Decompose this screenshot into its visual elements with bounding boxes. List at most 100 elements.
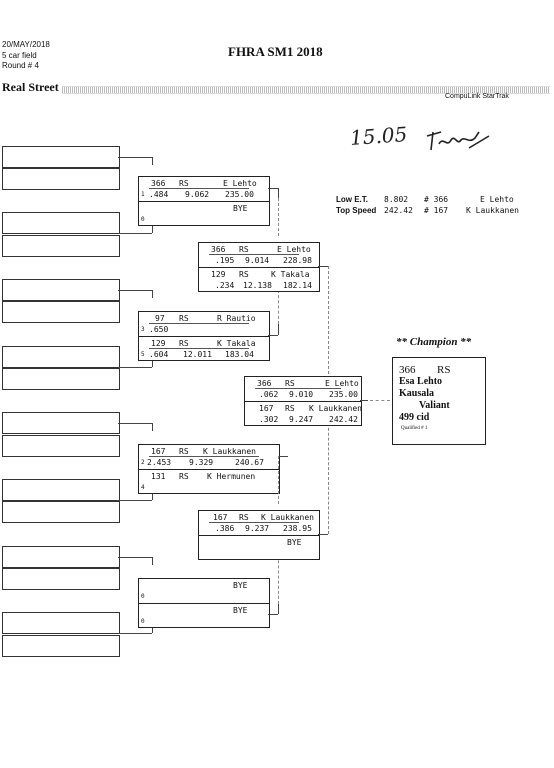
lane-top: 167 RS K Laukkanen .386 9.237 238.95 xyxy=(199,511,319,535)
lane-underline xyxy=(149,188,249,189)
car-number: 167 xyxy=(259,404,274,413)
reaction-time: .604 xyxy=(149,350,169,359)
lane-bottom: 129 RS K Takala 5 .604 12.011 183.04 xyxy=(139,336,269,360)
reaction-time: .302 xyxy=(259,415,279,424)
elapsed-time: 9.237 xyxy=(245,524,270,533)
bracket-line xyxy=(118,233,152,234)
bracket-line xyxy=(318,534,328,535)
champion-driver: Esa Lehto xyxy=(399,376,443,387)
round-number: Round # 4 xyxy=(2,61,39,70)
speed-mph: 238.95 xyxy=(283,524,312,533)
round1-race-2: 97 RS R Rautio 3 .650 129 RS K Takala 5 … xyxy=(138,311,270,361)
bracket-line xyxy=(152,157,153,165)
lane-underline xyxy=(209,254,299,255)
handwritten-signature-icon xyxy=(426,131,490,151)
entry-slot xyxy=(2,235,120,257)
low-et-driver: E Lehto xyxy=(480,195,514,204)
car-number: 167 xyxy=(213,513,228,522)
champion-engine: 499 cid xyxy=(399,412,430,423)
bracket-line xyxy=(118,500,152,501)
elapsed-time: 9.247 xyxy=(289,415,314,424)
header-rule xyxy=(62,86,550,94)
bracket-line xyxy=(278,188,279,198)
class-name: Real Street xyxy=(2,80,59,94)
car-number: 366 xyxy=(211,245,226,254)
champion-box: 366 RS Esa Lehto Kausala Valiant 499 cid… xyxy=(392,357,486,445)
car-class: RS xyxy=(179,447,189,456)
elapsed-time: 9.014 xyxy=(245,256,270,265)
car-number: 131 xyxy=(151,472,166,481)
bye-label: BYE xyxy=(233,204,248,213)
entry-slot xyxy=(2,168,120,190)
car-number: 129 xyxy=(151,339,166,348)
field-size: 5 car field xyxy=(2,51,37,60)
champion-vehicle: Valiant xyxy=(419,400,450,411)
entry-slot xyxy=(2,546,120,568)
top-speed-car: # 167 xyxy=(424,206,449,215)
car-class: RS xyxy=(285,379,295,388)
round1-race-4: BYE 0 BYE 0 xyxy=(138,578,270,628)
elapsed-time: 9.010 xyxy=(289,390,314,399)
final-race: 366 RS E Lehto .062 9.010 235.00 167 RS … xyxy=(244,376,362,426)
driver-name: K Hermunen xyxy=(207,472,256,481)
entry-slot xyxy=(2,146,120,168)
reaction-time: 2.453 xyxy=(147,458,172,467)
qual-position: 0 xyxy=(141,618,145,625)
bracket-line xyxy=(268,188,278,189)
car-number: 129 xyxy=(211,270,226,279)
bracket-line xyxy=(278,290,279,324)
bracket-line xyxy=(328,418,329,534)
elapsed-time: 9.329 xyxy=(189,458,214,467)
lane-bottom: 131 RS K Hermunen 4 xyxy=(139,469,279,493)
top-speed-driver: K Laukkanen xyxy=(466,206,519,215)
driver-name: K Laukkanen xyxy=(261,513,314,522)
lane-top: 97 RS R Rautio 3 .650 xyxy=(139,312,269,336)
car-class: RS xyxy=(239,513,249,522)
entry-slot xyxy=(2,635,120,657)
car-class: RS xyxy=(239,245,249,254)
lane-top: 366 RS E Lehto .062 9.010 235.00 xyxy=(245,377,361,401)
low-et-car: # 366 xyxy=(424,195,449,204)
speed-mph: 242.42 xyxy=(329,415,358,424)
brand-label: CompuLink StarTrak xyxy=(445,93,509,100)
bracket-line xyxy=(118,633,152,634)
bracket-line xyxy=(118,557,152,558)
handwritten-time: 15.05 xyxy=(349,122,409,150)
lane-top: 366 RS E Lehto .195 9.014 228.98 xyxy=(199,243,319,267)
driver-name: K Laukkanen xyxy=(309,404,362,413)
qual-position: 1 xyxy=(141,191,145,198)
qual-position: 5 xyxy=(141,351,145,358)
speed-mph: 228.98 xyxy=(283,256,312,265)
bracket-line xyxy=(118,290,152,291)
reaction-time: .195 xyxy=(215,256,235,265)
champion-car: 366 xyxy=(399,364,416,376)
reaction-time: .386 xyxy=(215,524,235,533)
qual-position: 4 xyxy=(141,484,145,491)
elapsed-time: 12.011 xyxy=(183,350,212,359)
driver-name: K Takala xyxy=(271,270,310,279)
driver-name: R Rautio xyxy=(217,314,256,323)
car-class: RS xyxy=(239,270,249,279)
car-number: 167 xyxy=(151,447,166,456)
lane-underline xyxy=(255,388,341,389)
bracket-line xyxy=(152,423,153,431)
elapsed-time: 12.138 xyxy=(243,281,272,290)
page-title: FHRA SM1 2018 xyxy=(228,44,323,59)
bracket-line xyxy=(152,290,153,298)
bracket-line xyxy=(278,198,279,236)
bracket-line xyxy=(152,359,153,367)
bracket-line xyxy=(360,400,368,401)
lane-top: 167 RS K Laukkanen 2 2.453 9.329 240.67 xyxy=(139,445,279,469)
bracket-line xyxy=(118,157,152,158)
bracket-line xyxy=(152,492,153,500)
speed-mph: 240.67 xyxy=(235,458,264,467)
car-number: 366 xyxy=(257,379,272,388)
bracket-line xyxy=(328,266,329,384)
champion-heading: ** Champion ** xyxy=(396,336,472,348)
top-speed-label: Top Speed xyxy=(336,206,377,215)
speed-mph: 182.14 xyxy=(283,281,312,290)
speed-mph: 183.04 xyxy=(225,350,254,359)
top-speed-value: 242.42 xyxy=(384,206,413,215)
race-date: 20/MAY/2018 xyxy=(2,40,50,49)
driver-name: E Lehto xyxy=(277,245,311,254)
